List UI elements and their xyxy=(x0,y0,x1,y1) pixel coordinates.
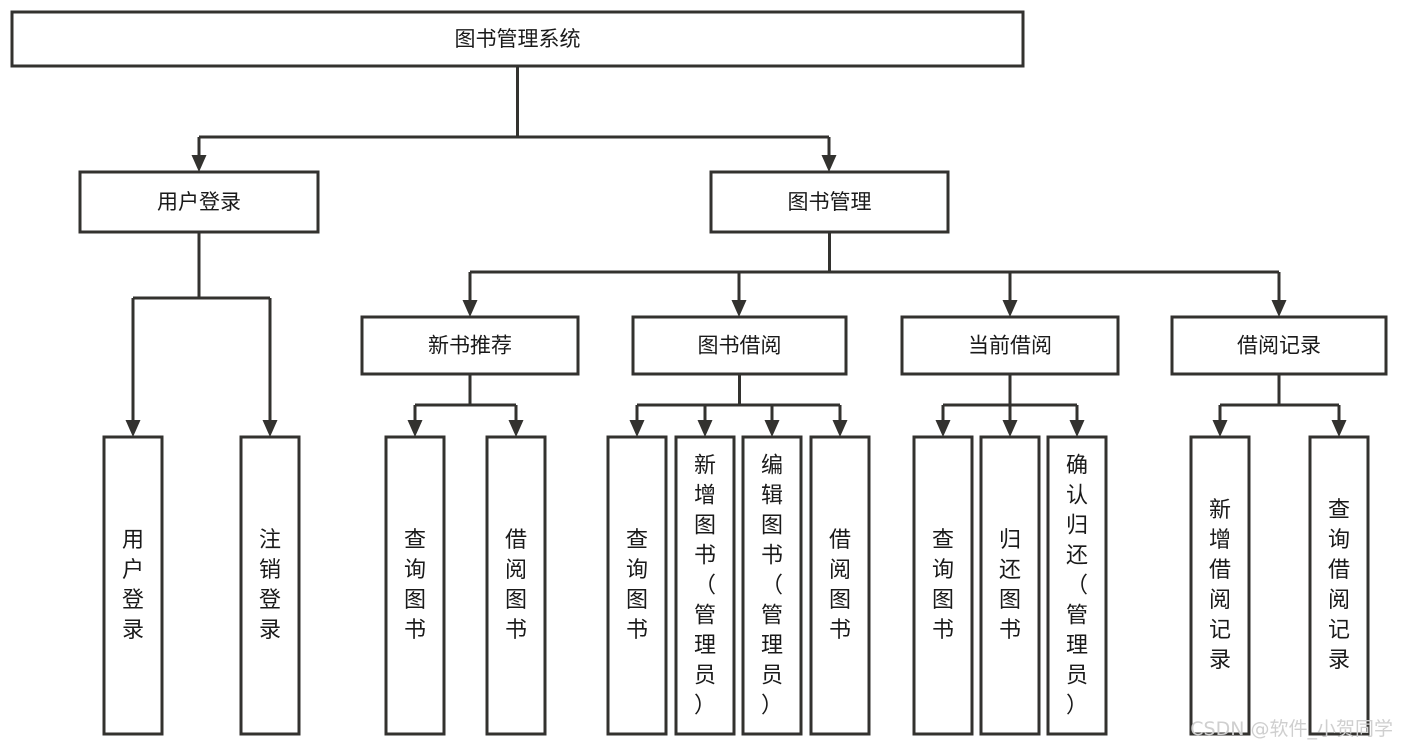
level2-drop-current-borrow-arrowhead xyxy=(1002,300,1018,317)
node-leaf-borrow-book-label: 借阅图书 xyxy=(829,528,851,643)
node-leaf-add-borrow-record[interactable]: 新增借阅记录 xyxy=(1189,435,1251,736)
node-leaf-edit-book[interactable]: 编辑图书（管理员） xyxy=(741,435,803,736)
borrow-record-leaf-drop-0-arrowhead xyxy=(1212,420,1228,437)
node-book-management[interactable]: 图书管理 xyxy=(709,170,950,234)
level2-drop-book-borrow-arrowhead xyxy=(731,300,747,317)
node-leaf-return-book-box[interactable] xyxy=(979,435,1041,736)
current-borrow-leaf-drop-0-arrowhead xyxy=(935,420,951,437)
node-leaf-borrow-book-new-box[interactable] xyxy=(485,435,547,736)
node-book-management-box[interactable] xyxy=(709,170,950,234)
node-leaf-query-book-borrow-box[interactable] xyxy=(606,435,668,736)
node-leaf-add-borrow-record-box[interactable] xyxy=(1189,435,1251,736)
level2-drop-borrow-record-arrowhead xyxy=(1271,300,1287,317)
node-leaf-user-logout-box[interactable] xyxy=(239,435,301,736)
user-login-leaf-drop-1-arrowhead xyxy=(262,420,278,437)
book-borrow-leaf-drop-1-arrowhead xyxy=(697,420,713,437)
node-root-system-label: 图书管理系统 xyxy=(455,27,581,51)
nodes-layer: 图书管理系统用户登录图书管理新书推荐图书借阅当前借阅借阅记录用户登录注销登录查询… xyxy=(10,10,1388,736)
node-leaf-return-book-label: 归还图书 xyxy=(999,528,1021,643)
node-user-login-box[interactable] xyxy=(78,170,320,234)
connectors-layer xyxy=(125,66,1347,437)
level1-drop-book-management-arrowhead xyxy=(821,155,837,172)
node-leaf-query-borrow-record[interactable]: 查询借阅记录 xyxy=(1308,435,1370,736)
current-borrow-leaf-drop-1-arrowhead xyxy=(1002,420,1018,437)
node-leaf-edit-book-label: 编辑图书（管理员） xyxy=(761,454,783,719)
level2-drop-new-book-recommend-arrowhead xyxy=(462,300,478,317)
book-borrow-leaf-drop-0-arrowhead xyxy=(629,420,645,437)
node-leaf-borrow-book-new[interactable]: 借阅图书 xyxy=(485,435,547,736)
book-borrow-leaf-drop-2-arrowhead xyxy=(764,420,780,437)
node-leaf-user-logout[interactable]: 注销登录 xyxy=(239,435,301,736)
node-new-book-recommend[interactable]: 新书推荐 xyxy=(360,315,580,376)
node-leaf-query-book-borrow[interactable]: 查询图书 xyxy=(606,435,668,736)
node-leaf-confirm-return-label: 确认归还（管理员） xyxy=(1066,454,1088,719)
node-leaf-query-book-new-box[interactable] xyxy=(384,435,446,736)
node-new-book-recommend-box[interactable] xyxy=(360,315,580,376)
node-leaf-user-login-box[interactable] xyxy=(102,435,164,736)
node-leaf-confirm-return[interactable]: 确认归还（管理员） xyxy=(1046,435,1108,736)
node-leaf-user-login[interactable]: 用户登录 xyxy=(102,435,164,736)
node-leaf-confirm-return-box[interactable] xyxy=(1046,435,1108,736)
node-leaf-query-book-current-box[interactable] xyxy=(912,435,974,736)
node-current-borrow[interactable]: 当前借阅 xyxy=(900,315,1120,376)
node-borrow-record[interactable]: 借阅记录 xyxy=(1170,315,1388,376)
borrow-record-leaf-drop-1-arrowhead xyxy=(1331,420,1347,437)
node-leaf-borrow-book-box[interactable] xyxy=(809,435,871,736)
node-user-login[interactable]: 用户登录 xyxy=(78,170,320,234)
node-leaf-add-book[interactable]: 新增图书（管理员） xyxy=(674,435,736,736)
node-book-management-label: 图书管理 xyxy=(788,190,872,214)
node-new-book-recommend-label: 新书推荐 xyxy=(428,334,512,358)
node-leaf-query-borrow-record-box[interactable] xyxy=(1308,435,1370,736)
node-leaf-add-book-box[interactable] xyxy=(674,435,736,736)
node-leaf-query-book-borrow-label: 查询图书 xyxy=(626,528,648,643)
node-current-borrow-label: 当前借阅 xyxy=(968,334,1052,358)
node-borrow-record-box[interactable] xyxy=(1170,315,1388,376)
node-leaf-borrow-book-new-label: 借阅图书 xyxy=(505,528,527,643)
new-book-recommend-leaf-drop-0-arrowhead xyxy=(407,420,423,437)
node-leaf-query-book-current-label: 查询图书 xyxy=(932,528,954,643)
node-user-login-label: 用户登录 xyxy=(157,190,241,214)
node-leaf-edit-book-box[interactable] xyxy=(741,435,803,736)
node-leaf-borrow-book[interactable]: 借阅图书 xyxy=(809,435,871,736)
book-borrow-leaf-drop-3-arrowhead xyxy=(832,420,848,437)
node-leaf-return-book[interactable]: 归还图书 xyxy=(979,435,1041,736)
node-book-borrow-box[interactable] xyxy=(631,315,848,376)
node-leaf-query-book-new-label: 查询图书 xyxy=(404,528,426,643)
node-leaf-user-logout-label: 注销登录 xyxy=(259,528,281,643)
node-leaf-query-book-new[interactable]: 查询图书 xyxy=(384,435,446,736)
new-book-recommend-leaf-drop-1-arrowhead xyxy=(508,420,524,437)
node-leaf-add-book-label: 新增图书（管理员） xyxy=(694,454,716,719)
csdn-watermark: CSDN @软件_小贺同学 xyxy=(1190,718,1393,740)
node-root-system-box[interactable] xyxy=(10,10,1025,68)
current-borrow-leaf-drop-2-arrowhead xyxy=(1069,420,1085,437)
node-leaf-add-borrow-record-label: 新增借阅记录 xyxy=(1209,498,1231,673)
node-leaf-query-book-current[interactable]: 查询图书 xyxy=(912,435,974,736)
node-current-borrow-box[interactable] xyxy=(900,315,1120,376)
node-borrow-record-label: 借阅记录 xyxy=(1237,334,1321,358)
node-book-borrow[interactable]: 图书借阅 xyxy=(631,315,848,376)
user-login-leaf-drop-0-arrowhead xyxy=(125,420,141,437)
node-book-borrow-label: 图书借阅 xyxy=(698,334,782,358)
node-leaf-query-borrow-record-label: 查询借阅记录 xyxy=(1328,498,1350,673)
node-root-system[interactable]: 图书管理系统 xyxy=(10,10,1025,68)
level1-drop-user-login-arrowhead xyxy=(191,155,207,172)
node-leaf-user-login-label: 用户登录 xyxy=(122,528,144,643)
